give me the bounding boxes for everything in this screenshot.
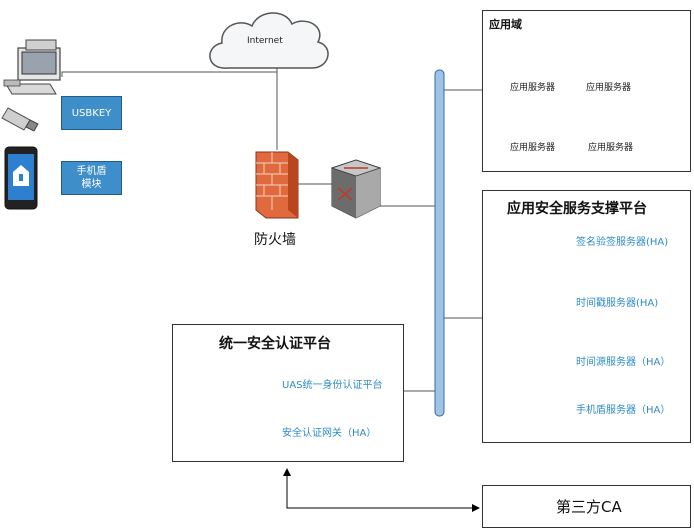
- security-platform-title: 应用安全服务支撑平台: [507, 201, 647, 217]
- network-bus: [434, 69, 445, 417]
- app-server-label: 应用服务器: [586, 83, 632, 93]
- app-server-label: 应用服务器: [510, 143, 556, 153]
- auth-item-label: 安全认证网关（HA）: [282, 428, 377, 439]
- app-server-label: 应用服务器: [588, 143, 634, 153]
- usbkey-tag: USBKEY: [61, 96, 122, 130]
- firewall-label: 防火墙: [254, 232, 296, 248]
- usb-key-icon: [1, 107, 39, 132]
- phone-icon: [4, 146, 38, 210]
- firewall-icon: [255, 151, 299, 219]
- computer-icon: [3, 39, 61, 95]
- internet-label: Internet: [247, 36, 283, 46]
- app-server-label: 应用服务器: [510, 83, 556, 93]
- third-party-ca-box: [482, 485, 691, 528]
- auth-platform-box: [172, 324, 404, 462]
- mobile-shield-tag: 手机盾 模块: [61, 161, 122, 195]
- security-platform-box: [482, 190, 691, 443]
- internet-cloud-icon: [209, 12, 329, 69]
- auth-platform-title: 统一安全认证平台: [219, 336, 331, 352]
- platform-item-label: 时间源服务器（HA）: [576, 357, 671, 368]
- platform-item-label: 手机盾服务器（HA）: [576, 405, 671, 416]
- app-domain-box: [482, 10, 691, 172]
- platform-item-label: 时间戳服务器(HA): [576, 298, 659, 309]
- third-party-ca-label: 第三方CA: [556, 498, 622, 516]
- router-icon: [330, 159, 382, 219]
- auth-item-label: UAS统一身份认证平台: [282, 380, 383, 391]
- app-domain-title: 应用域: [489, 18, 522, 31]
- platform-item-label: 签名验签服务器(HA): [576, 237, 669, 248]
